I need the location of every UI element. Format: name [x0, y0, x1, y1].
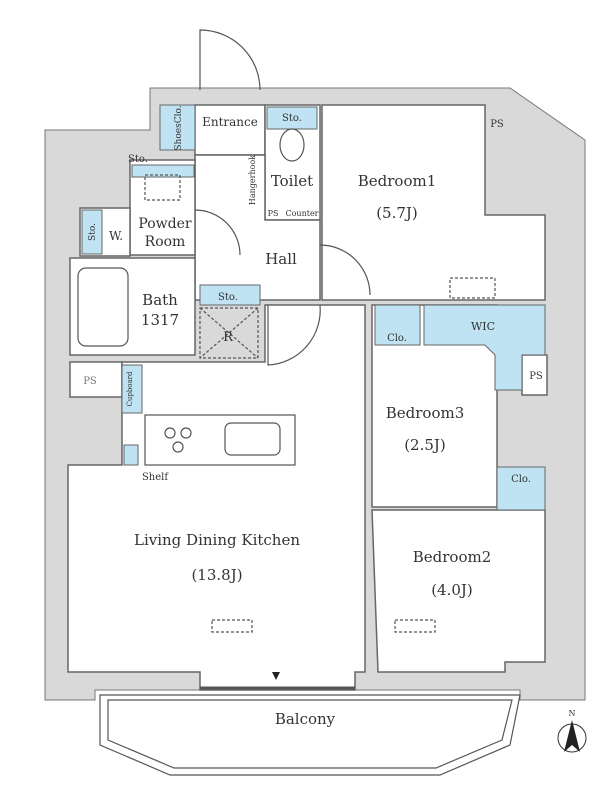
powder-room-label-2: Room [145, 234, 186, 250]
refrigerator-label: R [223, 330, 234, 345]
sink-icon [144, 174, 181, 201]
cupboard-area [121, 364, 143, 414]
powder-room-label-1: Powder [138, 216, 192, 232]
entrance-label: Entrance [202, 115, 258, 129]
closet-b3 [374, 304, 421, 346]
entrance-room [194, 104, 266, 156]
powder-storage-label: Sto. [88, 223, 98, 241]
powder-door [194, 209, 241, 256]
bath-label: Bath [142, 291, 178, 309]
bedroom2-size: (4.0J) [431, 581, 473, 599]
aircon-ldk [211, 619, 253, 633]
kitchen-sink-icon [224, 422, 281, 456]
bathtub-icon [77, 267, 129, 347]
ps-top-right-label: PS [490, 119, 504, 130]
balcony-label: Balcony [275, 710, 336, 728]
closet-b3-label: Clo. [387, 333, 407, 344]
wic-area [423, 304, 546, 391]
rooms [67, 104, 548, 691]
compass-icon [557, 720, 587, 753]
aircon-b1 [449, 277, 496, 299]
ldk-label: Living Dining Kitchen [134, 531, 300, 549]
shelf-label: Shelf [142, 472, 169, 483]
toilet-bowl-icon [279, 128, 305, 162]
entry-storage [131, 164, 195, 178]
ps-left-label: PS [83, 376, 97, 387]
ps-right-label: PS [529, 371, 543, 382]
hall-door [319, 244, 371, 296]
stove-burner-icon [172, 441, 184, 453]
stove-burner-icon [180, 427, 192, 439]
toilet-storage-label: Sto. [282, 113, 302, 124]
entry-storage-label: Sto. [128, 154, 148, 165]
stove-burner-icon [164, 427, 176, 439]
aircon-b2 [394, 619, 436, 633]
entrance-door [199, 29, 261, 91]
bedroom3-label: Bedroom3 [386, 404, 465, 422]
ldk-size: (13.8J) [191, 566, 242, 584]
washer-storage [81, 209, 103, 255]
refrigerator-space [199, 307, 259, 359]
ldk-door [267, 304, 321, 366]
bath-size: 1317 [141, 311, 179, 329]
bedroom3-size: (2.5J) [404, 436, 446, 454]
closet-b2 [496, 466, 546, 511]
closet-b2-label: Clo. [511, 474, 531, 485]
fridge-x [199, 307, 259, 359]
bedroom2-label: Bedroom2 [413, 548, 492, 566]
bedroom1-room [321, 104, 546, 301]
hall-label: Hall [265, 250, 297, 268]
balcony-inner [107, 699, 513, 769]
balcony-outline [99, 694, 521, 776]
bath-room [69, 257, 196, 356]
toilet-label: Toilet [271, 172, 313, 190]
fridge-x [199, 307, 259, 359]
wic-label: WIC [471, 320, 495, 333]
compass-north-label: N [569, 709, 576, 718]
ps-toilet-label: PS [268, 209, 279, 218]
hall-storage-label: Sto. [218, 292, 238, 303]
washer-label: W. [109, 229, 123, 243]
shelf-area [123, 444, 139, 466]
hall-storage [199, 284, 261, 306]
hanger-hook-label: Hangerhook [248, 155, 257, 205]
shoes-closet [159, 104, 196, 151]
counter-label: Counter [285, 209, 318, 218]
entry-marker-icon [272, 672, 280, 680]
bedroom1-size: (5.7J) [376, 204, 418, 222]
bedroom1-label: Bedroom1 [358, 172, 437, 190]
kitchen-counter [144, 414, 296, 466]
cupboard-label: Cupboard [126, 371, 134, 407]
shoes-closet-label: ShoesClo. [174, 105, 184, 150]
